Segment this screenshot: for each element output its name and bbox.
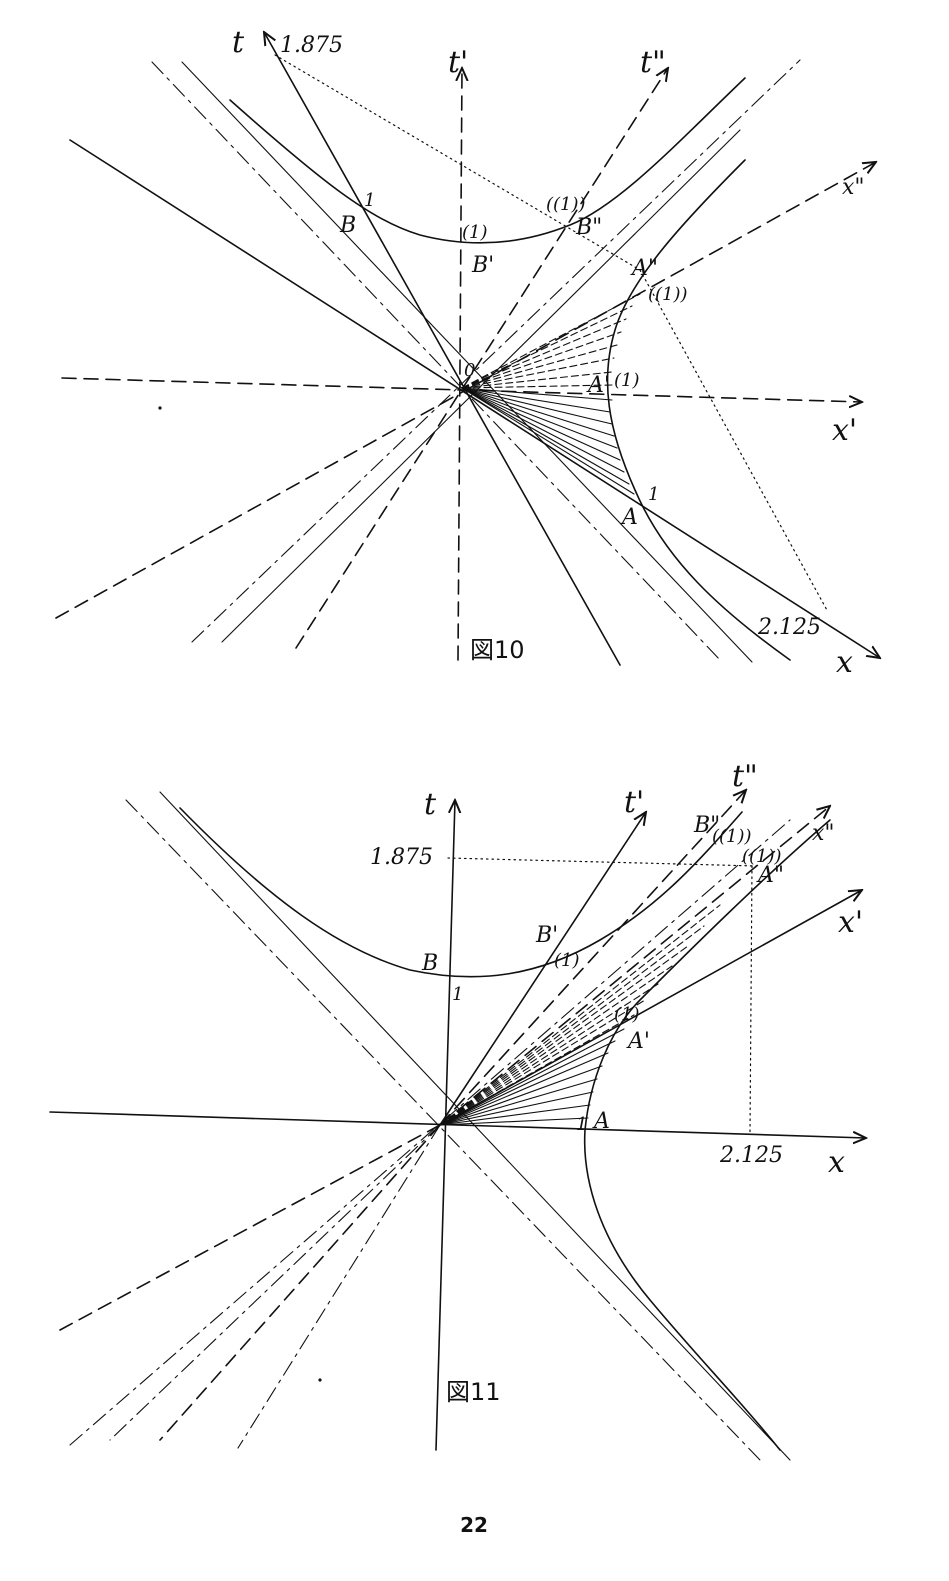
fig10-label-A1: A' (586, 373, 610, 398)
fig11-dotted-v (749, 865, 753, 1133)
fig10-t2-axis (295, 68, 668, 649)
fig11-caption: 図11 (446, 1378, 501, 1406)
fig11-fan-4 (237, 1124, 441, 1449)
fig11-asymptote (159, 791, 791, 1461)
fig10-label-B2: B" (575, 215, 602, 240)
fig11-label-t1: t' (624, 785, 644, 820)
fig10-x1-axis (61, 377, 862, 402)
fig11-t2-axis (439, 790, 746, 1126)
fig11-x-axis (49, 1111, 866, 1138)
fig10-label-1875: 1.875 (280, 33, 343, 58)
fig10-label-t1: t' (448, 45, 468, 80)
fig10-label-B1-unit: (1) (462, 222, 488, 243)
fig11-label-A2-unit: ((1)) (742, 846, 782, 867)
fig10-label-B-unit: 1 (364, 190, 375, 211)
figure-10: t 1.875 t' t" x" x' x 2.125 B 1 (1) B' (… (55, 25, 880, 680)
fig11-light-cone-2 (69, 819, 791, 1446)
fig10-dotted-line-2 (639, 269, 829, 613)
page-number: 22 (460, 1513, 488, 1537)
fig10-caption: 図10 (470, 636, 525, 664)
fig10-label-t: t (232, 25, 245, 60)
fig11-label-A1: A' (626, 1029, 650, 1054)
fig11-t1-axis (439, 812, 646, 1126)
fig11-x1-axis (439, 890, 862, 1126)
fig10-hatch-solid (461, 387, 635, 495)
fig10-asymptote-2 (221, 129, 741, 643)
fig11-label-B2: B" (693, 813, 720, 838)
fig11-label-2125: 2.125 (719, 1143, 783, 1168)
fig10-x-axis (69, 139, 880, 658)
fig10-upper-hyperbola (229, 77, 746, 244)
fig11-hatch-dashed (439, 904, 721, 1126)
fig10-t1-axis (458, 68, 462, 661)
fig10-asymptote-1 (181, 61, 753, 663)
fig10-light-cone-1 (151, 61, 723, 663)
fig11-upper-hyperbola (179, 807, 743, 978)
fig10-label-x1: x' (832, 413, 857, 448)
fig10-label-A: A (620, 505, 638, 530)
fig11-x2-axis (439, 806, 830, 1126)
fig10-hatch-dashed (461, 293, 641, 389)
fig11-label-t2: t" (732, 759, 758, 794)
fig11-fan-3 (159, 1124, 441, 1441)
fig10-label-origin: 0 (464, 360, 475, 381)
fig11-label-A1-unit: (1) (614, 1004, 640, 1025)
fig10-label-2125: 2.125 (757, 615, 821, 640)
fig11-label-B: B (421, 951, 438, 976)
fig11-fan-1 (59, 1124, 441, 1331)
fig11-label-A-unit: 1 (576, 1114, 587, 1135)
fig10-label-B2-unit: ((1)) (546, 194, 586, 215)
fig10-dotted-line-1 (274, 54, 641, 271)
fig10-light-cone-2 (191, 59, 801, 643)
fig10-t-axis (264, 32, 621, 666)
fig11-dotted-h (447, 857, 757, 867)
fig10-label-A-unit: 1 (648, 484, 659, 505)
fig11-label-B1: B' (535, 923, 558, 948)
fig10-right-hyperbola (606, 159, 791, 661)
fig11-fan-2 (109, 1124, 441, 1441)
fig10-label-A1-unit: (1) (614, 370, 640, 391)
fig11-label-1875: 1.875 (370, 845, 433, 870)
fig10-label-B: B (339, 213, 356, 238)
fig10-label-x2: x" (842, 175, 865, 200)
figure-11: t t' t" x" x' x 1.875 2.125 B 1 B' (1) B… (49, 759, 866, 1461)
fig11-label-t: t (424, 787, 437, 822)
fig10-speck (158, 406, 162, 410)
fig11-label-A: A (592, 1109, 610, 1134)
fig11-speck (318, 1378, 322, 1382)
fig11-light-cone-1 (125, 799, 761, 1461)
fig11-right-hyperbola (583, 819, 831, 1451)
fig10-label-A2: A" (630, 256, 658, 281)
fig11-label-A2: A" (756, 863, 784, 888)
fig11-label-B2-unit: ((1)) (712, 826, 752, 847)
fig10-label-B1: B' (471, 253, 494, 278)
fig11-hatch-solid (439, 1028, 625, 1126)
fig11-label-x2: x" (812, 821, 835, 846)
fig11-label-B1-unit: (1) (554, 950, 580, 971)
fig11-label-B-unit: 1 (452, 984, 463, 1005)
fig11-label-x: x (828, 1145, 845, 1180)
fig10-label-A2-unit: ((1)) (648, 284, 688, 305)
fig11-label-x1: x' (838, 905, 863, 940)
fig10-label-t2: t" (640, 45, 666, 80)
fig10-label-x: x (836, 645, 853, 680)
